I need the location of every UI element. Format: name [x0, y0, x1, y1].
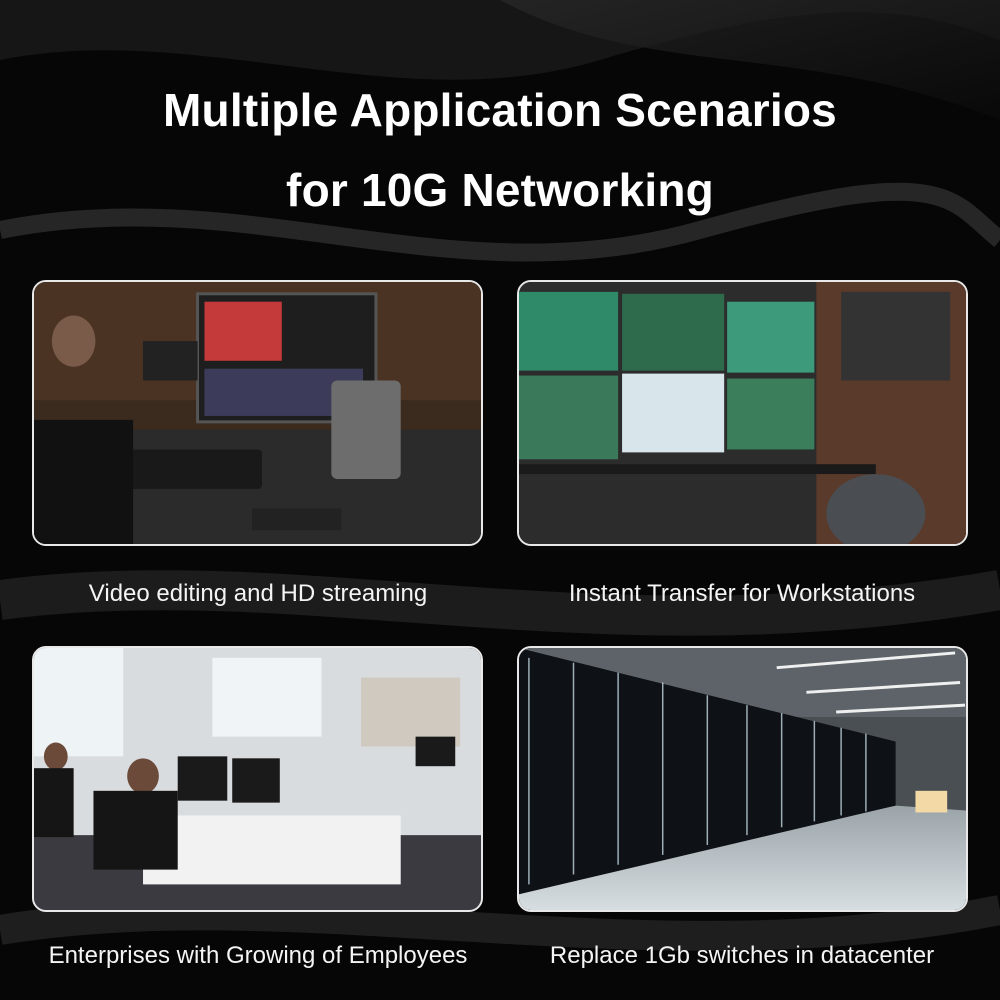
caption-enterprises: Enterprises with Growing of Employees — [48, 942, 468, 969]
workstation-illustration — [519, 282, 966, 544]
page-title: Multiple Application Scenarios for 10G N… — [0, 70, 1000, 230]
office-illustration — [34, 648, 481, 910]
title-line-2: for 10G Networking — [286, 164, 714, 216]
video-editing-illustration — [34, 282, 481, 544]
title-line-1: Multiple Application Scenarios — [163, 84, 837, 136]
video-editing-image — [32, 280, 483, 546]
datacenter-image — [517, 646, 968, 912]
caption-workstations: Instant Transfer for Workstations — [568, 580, 916, 607]
caption-datacenter: Replace 1Gb switches in datacenter — [549, 942, 935, 969]
caption-video-editing: Video editing and HD streaming — [88, 580, 428, 607]
workstation-image — [517, 280, 968, 546]
office-image — [32, 646, 483, 912]
datacenter-illustration — [519, 648, 966, 910]
